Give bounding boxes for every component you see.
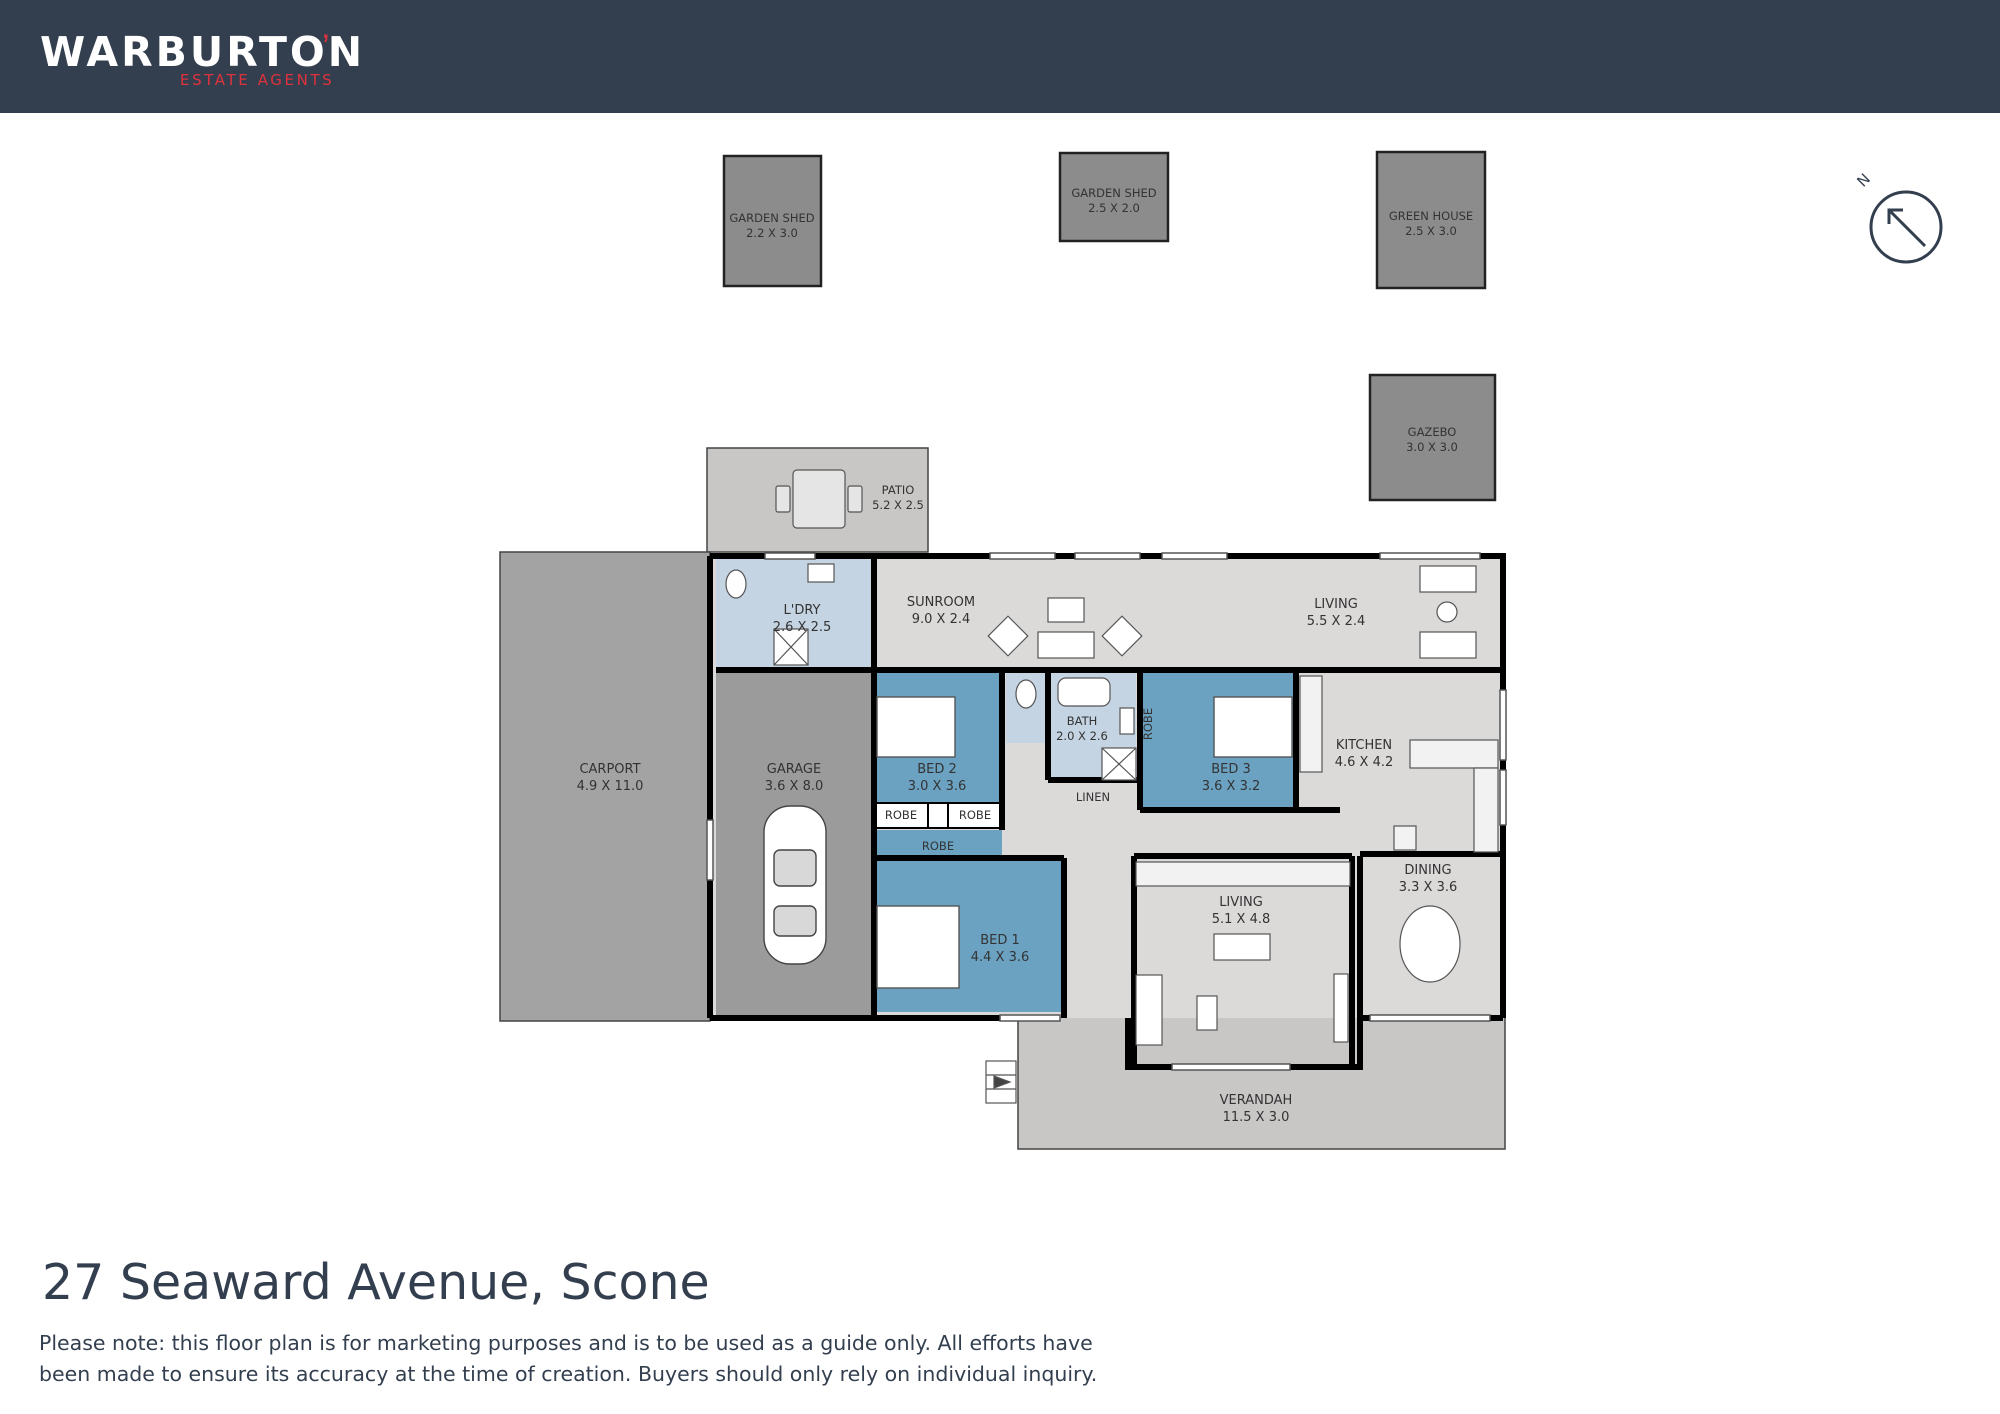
kitchen-size: 4.6 X 4.2 <box>1335 755 1394 770</box>
property-address: 27 Seaward Avenue, Scone <box>42 1254 710 1311</box>
garage-name: GARAGE <box>767 762 821 777</box>
garden-shed-1-area <box>722 154 823 288</box>
carport-area <box>499 551 711 1022</box>
gazebo-name: GAZEBO <box>1408 425 1457 439</box>
verandah-name: VERANDAH <box>1220 1093 1293 1108</box>
living-north-size: 5.5 X 2.4 <box>1307 614 1366 629</box>
bed1-bed-icon <box>876 905 960 989</box>
sunroom-size: 9.0 X 2.4 <box>912 612 971 627</box>
robe-b-label: ROBE <box>959 808 991 822</box>
verandah-size: 11.5 X 3.0 <box>1223 1110 1290 1125</box>
dining-name: DINING <box>1404 863 1451 878</box>
brand-logo: WARBURTON <box>40 28 366 76</box>
robe-a-label: ROBE <box>885 808 917 822</box>
gazebo-area <box>1368 373 1497 502</box>
green-house-size: 2.5 X 3.0 <box>1405 224 1457 238</box>
robe-strip <box>873 802 1003 829</box>
header-bar: WARBURTON ’ ESTATE AGENTS <box>0 0 2000 113</box>
garden-shed-2-area <box>1058 151 1170 243</box>
disclaimer-text: Please note: this floor plan is for mark… <box>39 1331 1098 1386</box>
living-north-name: LIVING <box>1314 597 1358 612</box>
sunroom-furniture-icon <box>987 597 1143 659</box>
garden-shed-2-name: GARDEN SHED <box>1071 186 1156 200</box>
bed3-name: BED 3 <box>1211 762 1251 777</box>
compass-north-arrow-icon: N <box>1853 170 1943 264</box>
brand-tagline: ESTATE AGENTS <box>180 71 335 89</box>
robe-bed1-area <box>874 830 1002 858</box>
bed1-name: BED 1 <box>980 933 1020 948</box>
kitchen-counters <box>1299 675 1499 853</box>
bath-fixtures <box>725 563 1137 781</box>
dining-size: 3.3 X 3.6 <box>1399 880 1458 895</box>
linen-label: LINEN <box>1076 790 1110 804</box>
living-main-furniture-icon <box>1135 861 1351 1046</box>
patio-table-icon <box>775 469 863 529</box>
green-house-name: GREEN HOUSE <box>1389 209 1473 223</box>
garden-shed-2-size: 2.5 X 2.0 <box>1088 201 1140 215</box>
carport-size: 4.9 X 11.0 <box>577 779 644 794</box>
bed2-size: 3.0 X 3.6 <box>908 779 967 794</box>
patio-size: 5.2 X 2.5 <box>872 498 924 512</box>
car-icon <box>763 805 827 965</box>
logo-accent-mark: ’ <box>322 28 330 66</box>
dining-table-icon <box>1399 905 1461 983</box>
laundry-size: 2.6 X 2.5 <box>773 620 832 635</box>
bed1-size: 4.4 X 3.6 <box>971 950 1030 965</box>
bed3-size: 3.6 X 3.2 <box>1202 779 1261 794</box>
garden-shed-1-size: 2.2 X 3.0 <box>746 226 798 240</box>
entry-steps <box>985 1060 1017 1104</box>
gazebo-size: 3.0 X 3.0 <box>1406 440 1458 454</box>
living-main-size: 5.1 X 4.8 <box>1212 912 1271 927</box>
bath-size: 2.0 X 2.6 <box>1056 729 1108 743</box>
garden-shed-1-name: GARDEN SHED <box>729 211 814 225</box>
garage-size: 3.6 X 8.0 <box>765 779 824 794</box>
sunroom-name: SUNROOM <box>907 595 975 610</box>
living-north-furniture-icon <box>1419 565 1477 659</box>
bath-name: BATH <box>1067 714 1098 728</box>
robe-c-label: ROBE <box>922 839 954 853</box>
bed3-bed-icon <box>1213 696 1293 758</box>
robe-d-label: ROBE <box>1141 708 1155 740</box>
windows <box>706 552 1507 1071</box>
green-house-area <box>1375 150 1487 290</box>
living-main-name: LIVING <box>1219 895 1263 910</box>
laundry-name: L'DRY <box>784 603 821 618</box>
compass-label: N <box>1853 170 1874 191</box>
bed2-name: BED 2 <box>917 762 957 777</box>
kitchen-name: KITCHEN <box>1336 738 1392 753</box>
bed2-bed-icon <box>876 696 956 758</box>
patio-name: PATIO <box>882 483 915 497</box>
verandah-area <box>1017 1016 1506 1150</box>
carport-name: CARPORT <box>579 762 640 777</box>
